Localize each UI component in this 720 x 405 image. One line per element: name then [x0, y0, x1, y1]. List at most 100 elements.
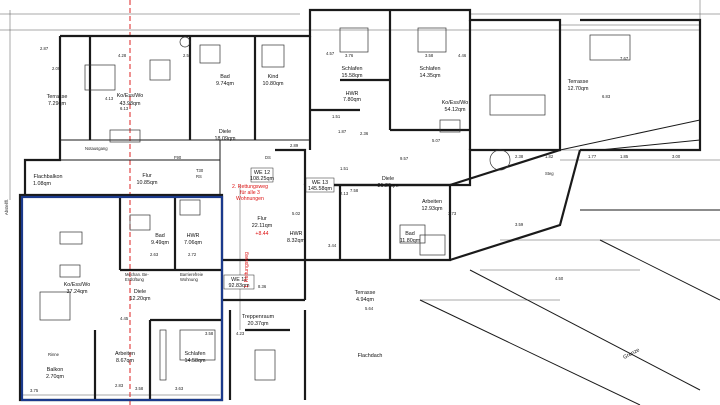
dim-10: 2.38 — [515, 154, 524, 159]
room-name-terrasse-left: Terrasse — [47, 94, 68, 100]
dim-9: 1.77 — [588, 154, 597, 159]
room-name-kind: Kind — [268, 74, 279, 80]
room-name-bad-right: Bad — [405, 231, 415, 237]
unit-highlight-frame — [20, 195, 224, 402]
room-name-hwr-top: HWR — [346, 91, 359, 97]
room-name-diele-right: Diele — [382, 176, 394, 182]
dim-21: 5.07 — [432, 138, 441, 143]
grenze-label: Grenze — [622, 347, 640, 361]
dim-2: 4.28 — [118, 53, 127, 58]
dim-33: 6.13 — [120, 106, 129, 111]
dim-13: 3.75 — [30, 388, 39, 393]
dim-26: 1.51 — [340, 166, 349, 171]
dim-42: 6.83 — [602, 94, 611, 99]
notausgang-label: Notausgang — [85, 146, 108, 151]
unit-we12-name: WE 12 — [254, 170, 270, 176]
furniture — [39, 27, 631, 381]
dim-3: 2.51 — [183, 53, 192, 58]
room-name-balkon: Balkon — [47, 367, 63, 373]
dim-27: 2.36 — [360, 131, 369, 136]
fuer-alle-label: für alle 3 — [240, 190, 260, 196]
dim-25: 1.87 — [338, 129, 347, 134]
room-area-diele-left: 12.20qm — [130, 296, 151, 302]
dim-4: 3.76 — [345, 53, 354, 58]
dim-20: 1.85 — [620, 154, 629, 159]
wohnungen-label: Wohnungen — [236, 196, 264, 202]
room-name-arbeiten-left: Arbeiten — [115, 351, 135, 357]
room-area-schlafen-1: 15.58qm — [342, 73, 363, 79]
dim-23: 3.59 — [515, 222, 524, 227]
dim-5: 3.58 — [425, 53, 434, 58]
dim-34: 8.36 — [258, 284, 267, 289]
dim-19: 4.46 — [458, 53, 467, 58]
room-area-hwr-top: 7.80qm — [343, 97, 361, 103]
room-name-ko-ess-wo-top: Ko/Ess/Wo — [117, 93, 144, 99]
room-name-ko-ess-wo-left: Ko/Ess/Wo — [64, 282, 91, 288]
room-area-hwr-mid: 8.32qm — [287, 238, 305, 244]
dim-37: 2.83 — [115, 383, 124, 388]
unit-we11-name: WE 11 — [231, 277, 247, 283]
diagonal-edges — [419, 209, 720, 405]
dim-6: 4.57 — [326, 51, 335, 56]
flachdach-label: Flachdach — [358, 353, 383, 359]
dim-15: 2.72 — [188, 252, 197, 257]
dim-22: 1.82 — [545, 154, 554, 159]
dim-1: 2.87 — [40, 46, 49, 51]
rettungsweg-label: 2. Rettungsweg — [232, 184, 268, 190]
dim-12: 3.63 — [175, 386, 184, 391]
room-area-flur-top: 10.85qm — [137, 180, 158, 186]
mechan-label: Mechan. Be- — [125, 272, 149, 277]
egress-labels: 2. Rettungsweg für alle 3 Wohnungen +8.4… — [232, 184, 269, 288]
dim-39: 4.45 — [120, 316, 129, 321]
rs-label: RS — [196, 174, 202, 179]
wohnung-label: Wohnung — [180, 277, 199, 282]
room-area-schlafen-left: 14.58qm — [185, 358, 206, 364]
room-area-ko-ess-wo-left: 37.24qm — [67, 289, 88, 295]
unit-tags: WE 12 108.25qm WE 13 145.58qm WE 11 92.8… — [223, 167, 335, 290]
room-area-schlafen-2: 14.35qm — [420, 73, 441, 79]
dim-38: 9.57 — [400, 156, 409, 161]
room-labels: Terrasse 7.29qm Ko/Ess/Wo 43.98qm Bad 9.… — [33, 66, 589, 380]
level-label: +8.44 — [255, 231, 268, 237]
steg-label: Steg — [545, 171, 554, 176]
room-area-terrasse-mid: 4.94qm — [356, 297, 374, 303]
room-area-hwr-left: 7.06qm — [184, 240, 202, 246]
room-area-flachbalkon: 1.08qm — [33, 181, 51, 187]
dim-16: 4.13 — [105, 96, 114, 101]
unit-we13-area: 145.58qm — [308, 186, 332, 192]
dim-35: 5.02 — [292, 211, 301, 216]
room-area-bad-left: 9.49qm — [151, 240, 169, 246]
dim-17: 1.51 — [332, 114, 341, 119]
room-name-arbeiten-right: Arbeiten — [422, 199, 442, 205]
dim-14: 2.63 — [150, 252, 159, 257]
dim-29: 2.89 — [290, 143, 299, 148]
room-name-terrasse-right: Terrasse — [568, 79, 589, 85]
room-name-treppenraum: Treppenraum — [242, 314, 275, 320]
dim-41: 3.44 — [328, 243, 337, 248]
room-area-ko-ess-wo-top: 43.98qm — [120, 101, 141, 107]
rettungsweg-vertical-label: 1. Rettungsweg — [244, 252, 250, 288]
barriere-label: Barrierefreie — [180, 272, 204, 277]
dim-8: 3.00 — [672, 154, 681, 159]
room-area-bad-right: 11.80qm — [400, 238, 421, 244]
room-name-diele-left: Diele — [134, 289, 146, 295]
t30-label: T30 — [196, 168, 204, 173]
room-name-flachbalkon: Flachbalkon — [33, 174, 62, 180]
room-name-hwr-left: HWR — [187, 233, 200, 239]
room-name-bad-top: Bad — [220, 74, 230, 80]
dim-7: 7.67 — [620, 56, 629, 61]
abstellfl-label: Abstellfl. — [4, 199, 9, 215]
room-area-diele-right: 21.20qm — [378, 183, 399, 189]
unit-we11-area: 92.83qm — [229, 283, 250, 289]
room-name-hwr-mid: HWR — [290, 231, 303, 237]
room-name-bad-left: Bad — [155, 233, 165, 239]
room-area-flur-mid: 22.11qm — [252, 223, 273, 229]
room-name-flur-top: Flur — [142, 173, 151, 179]
dim-40: 3.58 — [205, 331, 214, 336]
room-area-bad-top: 9.74qm — [216, 81, 234, 87]
entlueftung-label: Entlüftung — [125, 277, 145, 282]
room-area-arbeiten-left: 8.67qm — [116, 358, 134, 364]
room-area-ko-ess-wo-right: 54.12qm — [445, 107, 466, 113]
dim-36: 4.23 — [236, 331, 245, 336]
